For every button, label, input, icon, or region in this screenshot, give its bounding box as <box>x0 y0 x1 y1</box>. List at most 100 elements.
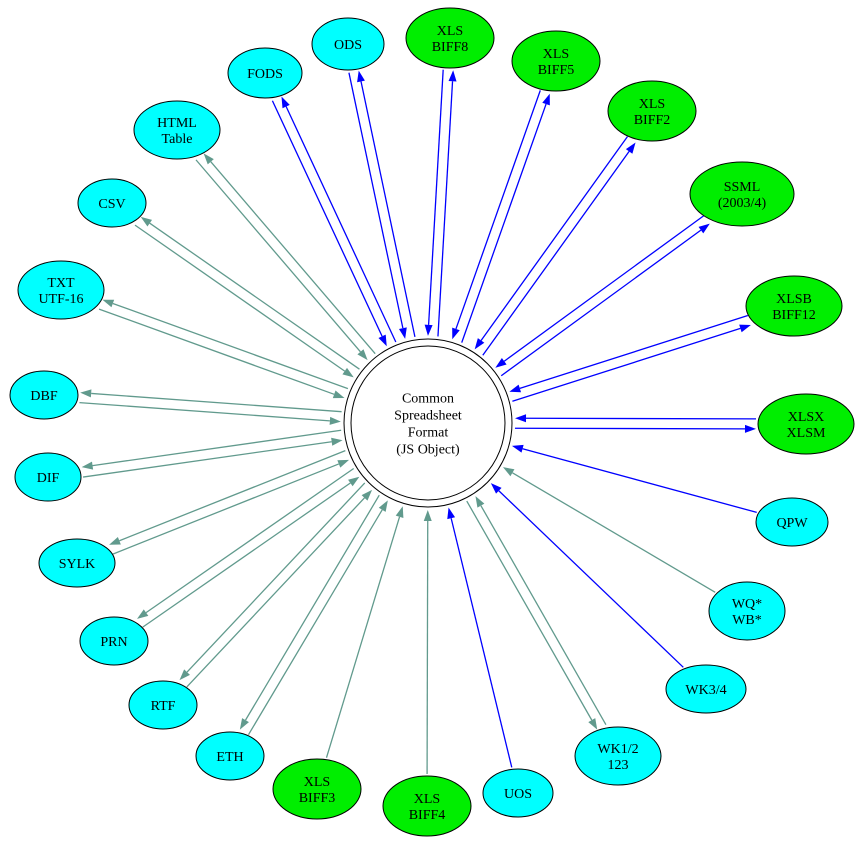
node-label-xls-biff2: BIFF2 <box>634 113 671 128</box>
node-label-dif: DIF <box>37 471 60 486</box>
node-label-ods: ODS <box>334 38 362 53</box>
node-eth: ETH <box>195 731 265 781</box>
edge-wk1-2-123-write <box>466 500 598 730</box>
node-dbf: DBF <box>9 370 79 420</box>
edge-txt-utf16-read <box>98 308 345 399</box>
edge-xlsb-biff12-read <box>509 314 749 393</box>
edge-prn-read <box>142 476 360 628</box>
edge-xlsx-xlsm-write <box>514 424 756 433</box>
edge-fods-read <box>271 100 387 347</box>
node-label-ssml-2003-4: SSML <box>724 180 761 195</box>
node-label-xls-biff3: XLS <box>304 775 330 790</box>
edge-ods-read <box>348 72 407 339</box>
node-label-xls-biff2: XLS <box>639 97 665 112</box>
node-uos: UOS <box>482 768 554 818</box>
node-label-xls-biff8: XLS <box>437 24 463 39</box>
node-dif: DIF <box>14 452 82 502</box>
node-wk3-4: WK3/4 <box>665 664 747 714</box>
edge-xlsb-biff12-write <box>512 324 751 402</box>
center-label: Common <box>402 392 454 407</box>
node-label-sylk: SYLK <box>59 557 96 572</box>
edge-ods-write <box>357 70 416 337</box>
node-label-rtf: RTF <box>151 699 176 714</box>
edge-rtf-read <box>186 489 373 688</box>
node-label-prn: PRN <box>100 635 127 650</box>
node-label-ssml-2003-4: (2003/4) <box>718 196 767 211</box>
node-label-xls-biff3: BIFF3 <box>299 791 336 806</box>
edge-wk3-4-read <box>490 483 684 668</box>
edge-dbf-read <box>79 401 341 425</box>
node-csv: CSV <box>77 178 147 228</box>
node-label-xls-biff4: BIFF4 <box>409 808 446 823</box>
edge-ssml-2003-4-read <box>495 215 705 368</box>
node-label-dbf: DBF <box>30 389 57 404</box>
node-label-qpw: QPW <box>776 516 808 531</box>
node-label-uos: UOS <box>504 787 532 802</box>
edge-dif-read <box>82 437 343 478</box>
node-prn: PRN <box>79 616 149 666</box>
edge-fods-write <box>281 96 397 343</box>
node-wq-wb: WQ*WB* <box>708 581 786 641</box>
node-label-xls-biff5: XLS <box>543 47 569 62</box>
node-label-xlsb-biff12: BIFF12 <box>772 308 816 323</box>
edge-layer <box>79 69 757 775</box>
edge-qpw-read <box>511 444 757 514</box>
edge-rtf-write <box>179 482 366 681</box>
center-label: (JS Object) <box>396 443 460 458</box>
node-label-wq-wb: WB* <box>732 613 762 628</box>
edge-txt-utf16-write <box>102 299 349 390</box>
node-label-eth: ETH <box>216 750 243 765</box>
edge-wk1-2-123-read <box>475 496 607 726</box>
node-label-html-table: Table <box>162 132 193 147</box>
edge-eth-write <box>239 494 380 730</box>
edge-xls-biff3-read <box>325 506 404 758</box>
edge-dbf-write <box>80 389 342 413</box>
node-label-html-table: HTML <box>157 116 197 131</box>
edge-eth-read <box>247 500 388 736</box>
node-label-xlsb-biff12: XLSB <box>776 292 812 307</box>
edge-xls-biff8-read <box>424 69 444 336</box>
edge-xls-biff5-read <box>452 90 541 340</box>
edge-wq-wb-read <box>502 467 716 593</box>
node-label-wk1-2-123: WK1/2 <box>597 742 638 757</box>
node-label-fods: FODS <box>247 67 283 82</box>
edge-xls-biff2-write <box>482 142 636 356</box>
node-label-csv: CSV <box>98 197 125 212</box>
edge-html-table-write <box>203 153 376 355</box>
edge-xlsx-xlsm-read <box>515 414 757 423</box>
center-label: Format <box>408 426 449 441</box>
edge-ssml-2003-4-write <box>500 223 710 377</box>
edge-csv-write <box>140 216 360 370</box>
node-ssml-2003-4: SSML(2003/4) <box>689 161 795 227</box>
edge-xls-biff5-write <box>461 93 550 343</box>
node-sylk: SYLK <box>38 538 116 588</box>
edge-xls-biff8-write <box>437 70 457 337</box>
node-label-wk3-4: WK3/4 <box>685 683 726 698</box>
node-fods: FODS <box>227 47 303 99</box>
node-label-xls-biff4: XLS <box>414 792 440 807</box>
edge-dif-write <box>81 429 342 470</box>
node-rtf: RTF <box>128 680 198 730</box>
edge-html-table-read <box>195 159 368 361</box>
node-qpw: QPW <box>755 497 829 547</box>
center-label: Spreadsheet <box>394 409 462 424</box>
node-label-wk1-2-123: 123 <box>608 758 629 773</box>
edge-prn-write <box>137 467 355 619</box>
node-label-txt-utf16: TXT <box>47 276 75 291</box>
edge-sylk-read <box>112 459 350 555</box>
edge-sylk-write <box>109 449 346 545</box>
node-label-xls-biff8: BIFF8 <box>432 40 469 55</box>
edge-uos-read <box>447 507 513 768</box>
